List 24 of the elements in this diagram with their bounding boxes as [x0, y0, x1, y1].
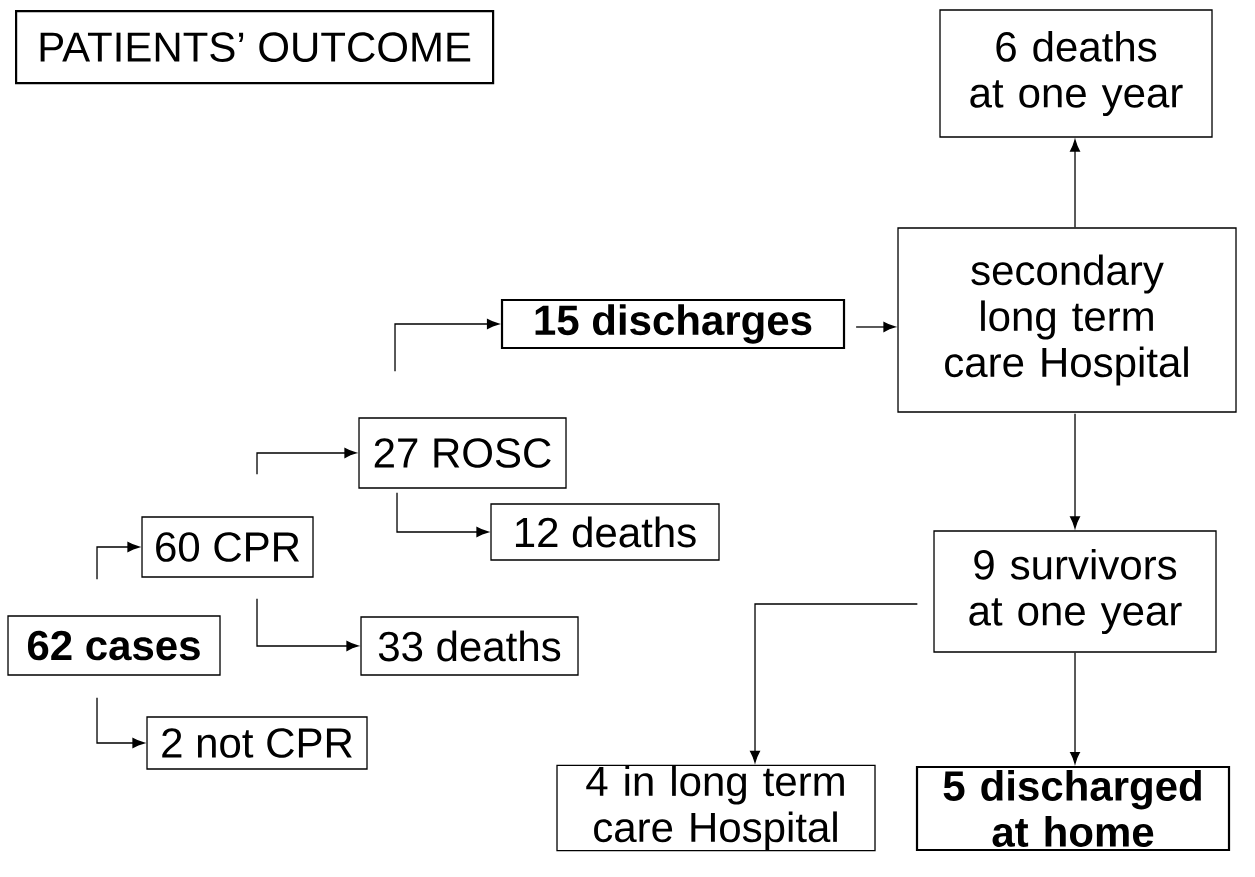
process-box: 4 in long term care Hospital	[556, 764, 876, 852]
process-box: 33 deaths	[360, 616, 579, 676]
arrow	[96, 697, 145, 748]
process-box: 12 deaths	[490, 503, 720, 561]
process-box: 15 discharges	[500, 298, 846, 350]
arrow	[1070, 139, 1080, 228]
arrow	[750, 603, 918, 763]
arrow	[394, 319, 499, 372]
process-box: 60 CPR	[141, 516, 314, 578]
arrow	[256, 448, 357, 475]
arrow	[855, 322, 896, 332]
arrow	[1070, 652, 1080, 764]
process-box: 2 not CPR	[146, 716, 368, 770]
arrow	[396, 492, 489, 537]
process-box: 6 deaths at one year	[939, 9, 1213, 138]
arrow	[256, 598, 359, 651]
title-box: PATIENTS’ OUTCOME	[15, 10, 495, 85]
arrow	[96, 542, 140, 580]
process-box: secondary long term care Hospital	[897, 227, 1237, 413]
process-box: 9 survivors at one year	[933, 530, 1217, 653]
arrow	[1070, 413, 1080, 529]
process-box: 62 cases	[7, 615, 221, 676]
process-box: 27 ROSC	[358, 417, 567, 489]
process-box: 5 discharged at home	[915, 765, 1231, 852]
